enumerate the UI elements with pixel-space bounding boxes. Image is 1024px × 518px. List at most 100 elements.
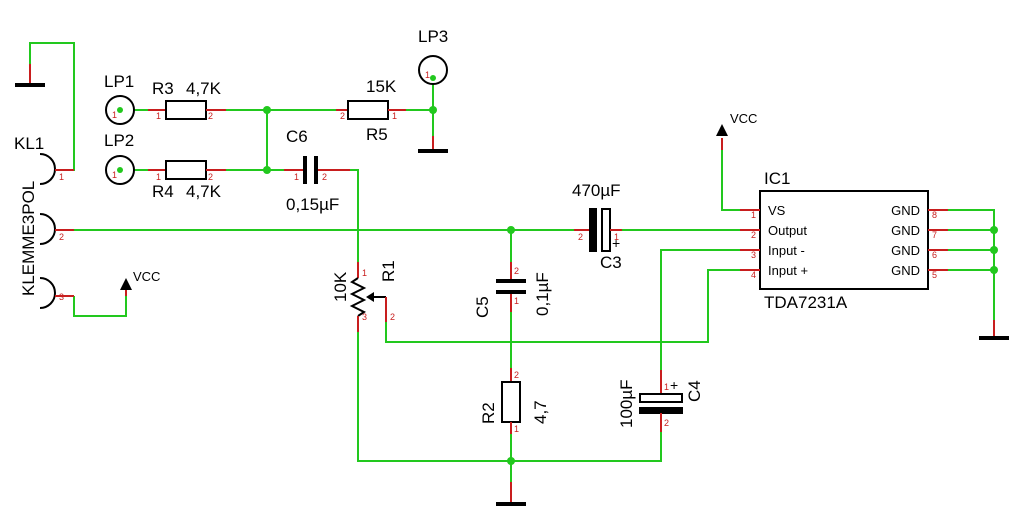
wiper-arrow-icon [366,292,374,302]
svg-text:2: 2 [208,111,213,121]
svg-text:6: 6 [932,250,937,260]
c5-name: C5 [473,296,492,318]
kl1-value: KLEMME3POL [19,181,38,296]
junction-dot [990,226,998,234]
svg-text:3: 3 [362,312,367,322]
wire-r1-wiper-input-plus [385,269,740,343]
c6-value: 0,15µF [286,195,339,214]
c4-plus-sign: + [670,377,678,393]
r2-value: 4,7 [531,400,550,424]
c4-name: C4 [685,380,704,402]
svg-text:3: 3 [59,292,64,302]
lp1-name: LP1 [104,72,134,91]
svg-text:1: 1 [156,172,161,182]
svg-text:2: 2 [578,232,583,242]
vcc-label: VCC [133,269,160,284]
wire-c4-input-minus [660,249,740,370]
c3-name: C3 [600,253,622,272]
ic1-body [759,190,929,290]
r1-zigzag [349,277,367,317]
svg-text:1: 1 [514,296,519,306]
svg-text:2: 2 [390,312,395,322]
svg-text:2: 2 [514,266,519,276]
ic1-amplifier: 1 2 3 4 8 7 6 5 VS Output Input - Input … [740,169,948,312]
svg-text:8: 8 [932,210,937,220]
ground-symbols [15,64,1009,506]
svg-text:7: 7 [932,230,937,240]
r2-name: R2 [479,402,498,424]
r3-resistor: 1 2 R3 4,7K [148,79,226,121]
r3-name: R3 [152,79,174,98]
svg-text:1: 1 [614,232,619,242]
lp1-solder-point: 1 LP1 [104,72,135,125]
wire-c6-r1 [350,169,359,262]
svg-text:2: 2 [322,172,327,182]
r1-potentiometer: 1 3 2 R1 10K [331,260,398,332]
ic1-pin-label: GND [891,263,920,278]
ic1-pin-label: GND [891,223,920,238]
svg-text:2: 2 [340,111,345,121]
svg-text:1: 1 [664,382,669,392]
ic1-pin-label: VS [768,203,786,218]
ic1-pin-label: Input - [768,243,805,258]
c3-capacitor: 2 1 + 470µF C3 [572,181,622,272]
r1-value: 10K [331,271,350,302]
svg-text:1: 1 [425,70,430,80]
c5-capacitor: 2 1 C5 0,1µF [473,262,552,318]
svg-text:1: 1 [514,424,519,434]
lp2-solder-point: 1 LP2 [104,131,135,185]
lp3-solder-point: 1 LP3 [418,27,448,85]
c4-capacitor: 1 2 + 100µF C4 [617,370,704,432]
junction-dot [990,266,998,274]
junction-dot [263,166,271,174]
junction-dot [990,246,998,254]
r5-name: R5 [366,125,388,144]
wire-vcc-vs [721,138,740,211]
r4-name: R4 [152,182,174,201]
c4-value: 100µF [617,379,636,428]
lp3-name: LP3 [418,27,448,46]
r4-resistor: 1 2 R4 4,7K [148,160,226,201]
svg-text:1: 1 [392,111,397,121]
svg-text:5: 5 [932,270,937,280]
svg-text:2: 2 [514,370,519,380]
r5-resistor: 2 1 15K R5 [336,77,406,144]
ic1-pin-label: GND [891,203,920,218]
c3-plus-sign: + [612,235,620,251]
svg-text:1: 1 [59,172,64,182]
r3-value: 4,7K [186,79,222,98]
svg-text:2: 2 [208,172,213,182]
r1-name: R1 [379,260,398,282]
kl1-terminal: 1 2 3 KL1 KLEMME3POL [14,134,74,309]
ic1-name: IC1 [764,169,790,188]
svg-text:1: 1 [294,172,299,182]
svg-text:3: 3 [751,250,756,260]
svg-text:2: 2 [59,232,64,242]
ic1-pin-label: Output [768,223,807,238]
ic1-value: TDA7231A [764,293,848,312]
c3-value: 470µF [572,181,621,200]
vcc-symbol-2: VCC [716,111,757,150]
terminal-contact-2 [39,213,56,245]
svg-text:4: 4 [751,270,756,280]
vcc-label: VCC [730,111,757,126]
lp2-name: LP2 [104,131,134,150]
c6-capacitor: 1 2 C6 0,15µF [284,127,350,214]
ic1-pin-label: GND [891,243,920,258]
svg-text:1: 1 [112,110,117,120]
vcc-arrow-icon [120,278,132,290]
c5-value: 0,1µF [533,272,552,316]
c6-name: C6 [286,127,308,146]
r4-value: 4,7K [186,182,222,201]
svg-text:2: 2 [751,230,756,240]
terminal-contact-3 [39,277,56,309]
wire-gnd-bus [948,209,995,320]
svg-text:1: 1 [156,111,161,121]
svg-text:1: 1 [751,210,756,220]
junction-dot [507,457,515,465]
vcc-arrow-icon [716,124,728,136]
junctions [263,106,998,465]
kl1-name: KL1 [14,134,44,153]
